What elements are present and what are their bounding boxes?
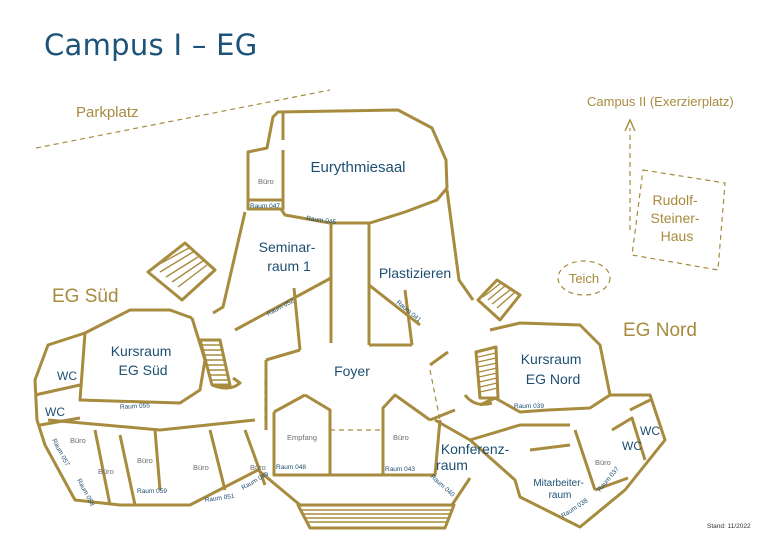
- stairs-sued-outside-lines: [153, 247, 208, 288]
- mitarbeiter-walls: [529, 429, 629, 492]
- eg-nord-lower-walls: [434, 393, 667, 529]
- room-number-051: Raum 051: [204, 493, 235, 504]
- room-kursraum-sued: Kursraum EG Süd: [111, 343, 176, 378]
- stairs-nord-curve: [463, 394, 493, 406]
- room-wc-sued-1: WC: [57, 369, 77, 383]
- room-buero-sued-2: Büro: [98, 467, 114, 476]
- eurythmiesaal-walls: [246, 108, 449, 225]
- room-kursraum-nord: Kursraum EG Nord: [521, 351, 586, 387]
- plastizieren-diag-wall: [368, 283, 449, 367]
- entrance-side-walls: [257, 468, 472, 507]
- room-number-040: Raum 040: [429, 473, 456, 499]
- seminar-diag-wall: [234, 276, 332, 362]
- rudolf-steiner-haus-outline: [631, 169, 726, 271]
- central-wing-walls: [212, 189, 475, 315]
- room-number-043: Raum 043: [385, 466, 415, 473]
- foyer-dashed-boundary: [264, 222, 441, 431]
- room-seminarraum-1: Seminar- raum 1: [259, 239, 320, 274]
- stairs-sued-outside: [146, 241, 217, 302]
- room-number-059: Raum 059: [137, 488, 167, 495]
- stand-date: Stand: 11/2022: [707, 523, 751, 530]
- room-empfang: Empfang: [287, 433, 317, 442]
- room-number-047: Raum 047: [250, 203, 280, 210]
- rudolf-steiner-haus-label: Rudolf- Steiner- Haus: [651, 192, 704, 244]
- room-buero-sued-3: Büro: [137, 456, 153, 465]
- stairs-nord-outside-lines: [482, 282, 515, 309]
- eg-sued-label: EG Süd: [52, 286, 119, 307]
- room-buero-043: Büro: [393, 433, 409, 442]
- plastizieren-divider: [367, 223, 414, 346]
- eurythmiesaal-inner-wall: [248, 112, 285, 210]
- room-eurythmiesaal: Eurythmiesaal: [310, 159, 405, 176]
- stairs-nord: [474, 345, 500, 400]
- eg-nord-outer-walls: [479, 321, 612, 414]
- stairs-nord-outside: [476, 278, 522, 322]
- wc-nord-walls: [611, 398, 651, 461]
- room-buero-nord: Büro: [595, 458, 611, 467]
- room-buero-sued-5: Büro: [250, 463, 266, 472]
- kursraum-sued-walls: [78, 317, 207, 405]
- buero-empfang-walls: [272, 393, 442, 477]
- room-mitarbeiterraum: Mitarbeiter- raum: [533, 478, 586, 501]
- room-wc-nord-1: WC: [622, 439, 642, 453]
- eg-nord-label: EG Nord: [623, 320, 697, 341]
- room-number-049: Raum 049: [241, 470, 271, 491]
- stairs-sued-curve: [211, 376, 242, 390]
- foyer-walls: [264, 360, 431, 477]
- sued-office-walls: [93, 429, 267, 506]
- stairs-nord-lines: [477, 352, 499, 393]
- room-foyer: Foyer: [334, 363, 370, 379]
- stairs-sued-lines: [202, 344, 229, 381]
- room-plastizieren: Plastizieren: [379, 265, 451, 281]
- parkplatz-label: Parkplatz: [76, 104, 139, 121]
- konferenz-walls: [429, 408, 570, 442]
- room-number-055: Raum 055: [120, 402, 151, 411]
- entrance-steps: [296, 503, 456, 530]
- room-wc-sued-2: WC: [45, 405, 65, 419]
- stairs-sued: [198, 338, 232, 387]
- room-number-037: Raum 037: [596, 466, 621, 494]
- arrow-up-icon: [624, 118, 636, 132]
- room-number-045: Raum 045: [306, 215, 337, 226]
- room-number-052: Raum 052: [266, 297, 296, 317]
- room-buero-sued-1: Büro: [70, 436, 86, 445]
- teich-outline: [557, 260, 611, 296]
- entrance-step-lines: [302, 509, 451, 523]
- room-buero-sued-4: Büro: [193, 463, 209, 472]
- eg-sued-outer-walls: [33, 308, 259, 507]
- parkplatz-boundary: [35, 89, 331, 149]
- room-number-048: Raum 048: [276, 464, 306, 471]
- room-wc-nord-2: WC: [640, 424, 660, 438]
- room-buero-047: Büro: [258, 177, 274, 186]
- campus2-label: Campus II (Exerzierplatz): [587, 94, 734, 109]
- room-number-039: Raum 039: [514, 403, 544, 410]
- teich-label: Teich: [569, 271, 599, 286]
- room-number-058: Raum 058: [75, 478, 95, 508]
- page-title: Campus I – EG: [44, 28, 258, 62]
- room-konferenzraum: Konferenz- raum: [436, 441, 513, 473]
- sued-corridor-walls: [47, 418, 256, 432]
